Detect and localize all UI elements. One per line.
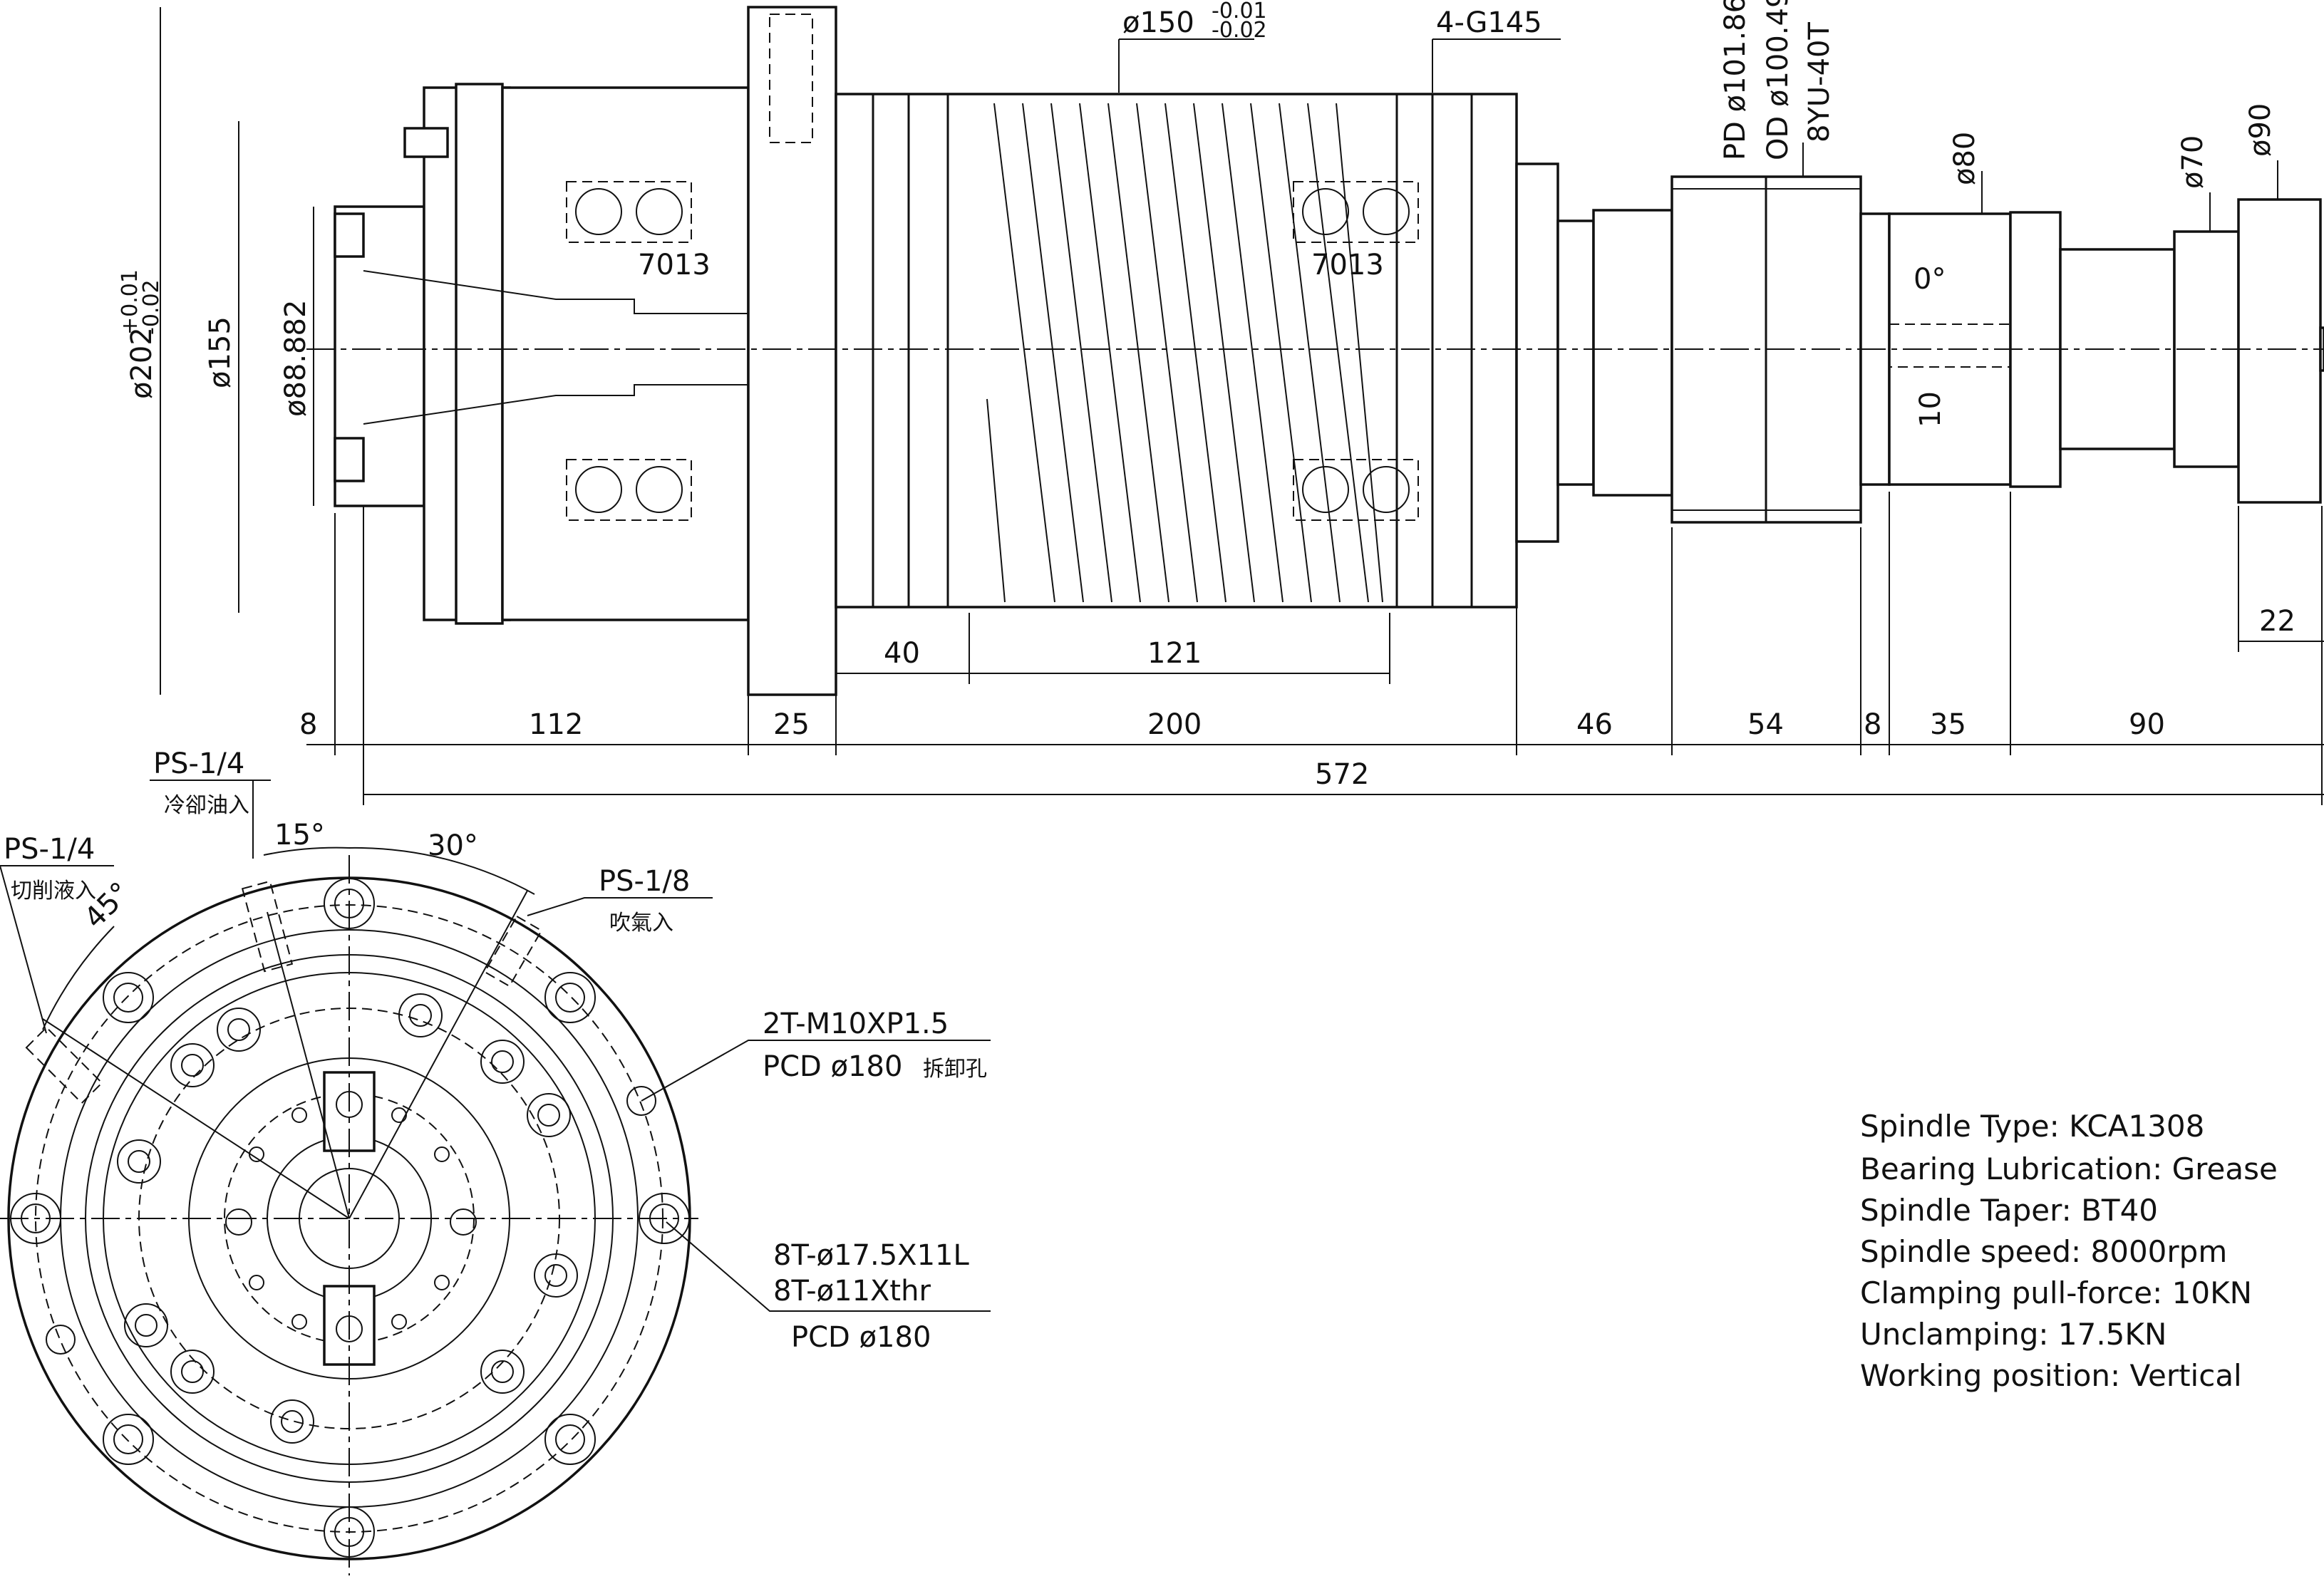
label-m10: 2T-M10XP1.5	[763, 1008, 949, 1040]
label-ps18: PS-1/8	[599, 865, 690, 898]
dim-d88882: ø88.882	[279, 300, 312, 417]
label-pcd1-cn: 拆卸孔	[923, 1057, 987, 1082]
bearing-label-left: 7013	[638, 249, 711, 281]
dim-54: 54	[1747, 708, 1784, 741]
side-dimension-labels: ø202 +0.01 -0.02 ø155 ø88.882 ø150 -0.01…	[118, 0, 2295, 791]
dim-d150: ø150	[1122, 6, 1194, 39]
label-ps18-cn: 吹氣入	[609, 911, 673, 936]
dim-35: 35	[1930, 708, 1966, 741]
dim-d90: ø90	[2244, 103, 2277, 157]
dim-25: 25	[773, 708, 810, 741]
dim-90: 90	[2129, 708, 2165, 741]
label-ps14-left-cn: 切削液入	[11, 879, 96, 904]
label-ps14-top-cn: 冷卻油入	[164, 793, 249, 818]
label-h11: 8T-ø11Xthr	[773, 1275, 931, 1308]
dim-572: 572	[1315, 758, 1369, 791]
dim-od: OD ø100.49	[1762, 0, 1794, 160]
dim-d80: ø80	[1948, 132, 1981, 185]
front-labels: PS-1/4 冷卻油入 PS-1/4 切削液入 PS-1/8 吹氣入 15° 3…	[4, 747, 987, 1354]
dim-g145: 4-G145	[1436, 6, 1542, 39]
dim-112: 112	[529, 708, 583, 741]
dim-angle-0: 0°	[1914, 263, 1946, 296]
housing-body	[501, 86, 750, 621]
spec-lubrication: Bearing Lubrication: Grease	[1860, 1151, 2278, 1186]
spec-speed: Spindle speed: 8000rpm	[1860, 1234, 2227, 1269]
left-cap-lug-top	[334, 212, 365, 258]
bearing-ball	[1363, 188, 1410, 235]
dim-d202: ø202	[125, 327, 158, 399]
cooling-grooves	[872, 94, 1473, 607]
dim-gear: 8YU-40T	[1803, 22, 1836, 143]
dim-d155: ø155	[204, 316, 237, 388]
left-cap-lug-bottom	[334, 437, 365, 482]
mounting-flange	[747, 6, 837, 696]
coolant-port-channel	[241, 880, 294, 973]
spec-taper: Spindle Taper: BT40	[1860, 1193, 2158, 1228]
front-view: PS-1/4 冷卻油入 PS-1/4 切削液入 PS-1/8 吹氣入 15° 3…	[0, 747, 991, 1575]
spec-block: Spindle Type: KCA1308 Bearing Lubricatio…	[1860, 1109, 2278, 1393]
dim-40: 40	[884, 637, 920, 670]
arc-15	[263, 847, 350, 856]
label-ps14-left: PS-1/4	[4, 833, 95, 866]
dim-8b: 8	[1864, 708, 1881, 741]
bearing-ball	[1363, 466, 1410, 513]
dim-d150-tol-upper: -0.01	[1212, 0, 1267, 24]
arc-30	[348, 847, 535, 895]
housing-front-flange	[455, 83, 504, 625]
bearing-ball	[1302, 466, 1349, 513]
bearing-label-right: 7013	[1311, 249, 1384, 281]
taper-bore-top	[363, 270, 841, 314]
dim-d202-tol-lower: -0.02	[139, 279, 164, 335]
label-angle-15: 15°	[274, 819, 325, 851]
bearing-ball	[575, 466, 622, 513]
dim-pd: PD ø101.86	[1719, 0, 1752, 160]
dim-200: 200	[1147, 708, 1202, 741]
flange-bolt-hole	[769, 14, 813, 143]
dim-46: 46	[1576, 708, 1613, 741]
cutting-port-channel	[25, 1026, 103, 1104]
rear-shaft	[1556, 219, 1595, 486]
label-angle-30: 30°	[428, 829, 478, 862]
label-ps14-top: PS-1/4	[153, 747, 244, 780]
rear-collar	[1515, 162, 1559, 543]
bearing-ball	[636, 466, 683, 513]
drawbar-key	[403, 127, 449, 158]
dim-121: 121	[1147, 637, 1202, 670]
dim-d150-tol-lower: -0.02	[1212, 18, 1267, 43]
dim-ten: 10	[1914, 391, 1947, 428]
taper-bore-bottom	[363, 384, 841, 425]
label-pcd1: PCD ø180	[763, 1050, 902, 1083]
spec-clamp: Clamping pull-force: 10KN	[1860, 1275, 2252, 1310]
spec-position: Working position: Vertical	[1860, 1358, 2242, 1393]
dim-22: 22	[2259, 605, 2295, 638]
spec-unclamp: Unclamping: 17.5KN	[1860, 1317, 2167, 1352]
rear-section-90	[2237, 198, 2322, 504]
label-pcd2: PCD ø180	[791, 1321, 931, 1354]
cooling-body	[835, 93, 1518, 609]
spec-type: Spindle Type: KCA1308	[1860, 1109, 2204, 1144]
bearing-ball	[636, 188, 683, 235]
shaft-step	[1592, 209, 1673, 497]
arc-45	[42, 926, 115, 1030]
label-h175: 8T-ø17.5X11L	[773, 1239, 969, 1272]
dim-d202-tol-upper: +0.01	[118, 269, 143, 335]
dim-8a: 8	[299, 708, 317, 741]
inner-ring-holes	[117, 993, 578, 1444]
dim-d70: ø70	[2176, 135, 2209, 189]
bearing-ball	[1302, 188, 1349, 235]
bearing-ball	[575, 188, 622, 235]
side-view: ø202 +0.01 -0.02 ø155 ø88.882 ø150 -0.01…	[118, 0, 2324, 805]
